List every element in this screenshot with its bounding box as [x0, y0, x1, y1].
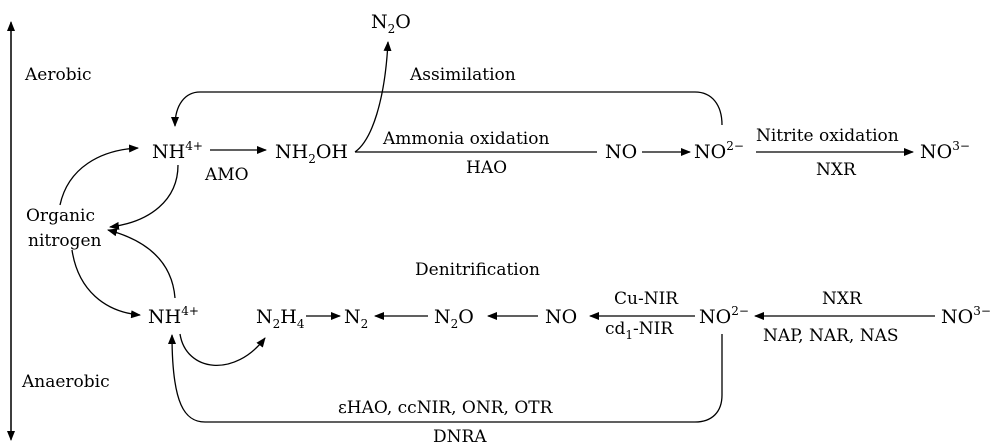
no3-top: NO3−: [920, 139, 970, 163]
cu-nir-label: Cu-NIR: [614, 289, 679, 309]
nh4-top: NH4+: [152, 139, 203, 163]
n2o-top: N2O: [371, 11, 411, 36]
aerobic-label: Aerobic: [24, 65, 92, 85]
nap-nar-nas-label: NAP, NAR, NAS: [763, 326, 899, 346]
no-bottom: NO: [545, 306, 577, 328]
hao-label: HAO: [466, 158, 507, 178]
assimilation-arrow: [171, 91, 723, 127]
arrow-nh4-top-to-organic: [109, 164, 179, 230]
arrow-nh4-bottom-to-organic: [107, 228, 176, 299]
denitrification-label: Denitrification: [415, 260, 540, 280]
nh2oh: NH2OH: [275, 141, 348, 166]
arrow-nh2oh-to-n2o: [354, 41, 392, 153]
arrow-nh4-to-n2h4: [179, 333, 266, 366]
organic-nitrogen-line2: nitrogen: [28, 231, 102, 251]
dnra-label: DNRA: [433, 427, 487, 447]
anaerobic-label: Anaerobic: [21, 372, 110, 392]
nxr-top-label: NXR: [816, 160, 857, 180]
organic-nitrogen-line1: Organic: [26, 206, 95, 226]
ammonia-oxidation-label: Ammonia oxidation: [382, 129, 549, 149]
n2h4: N2H4: [256, 306, 305, 331]
nxr-bottom-label: NXR: [822, 289, 863, 309]
arrow-organic-to-nh4-bottom: [71, 249, 141, 319]
amo-label: AMO: [204, 165, 249, 185]
arrow-organic-to-nh4-top: [59, 144, 139, 206]
no3-bottom: NO3−: [941, 304, 990, 328]
dnra-enzymes-label: εHAO, ccNIR, ONR, OTR: [338, 398, 554, 418]
no2-top: NO2−: [694, 139, 744, 163]
cd1-nir-label: cd1-NIR: [605, 319, 674, 342]
dnra-arrow: [168, 334, 723, 423]
no2-bottom: NO2−: [699, 304, 749, 328]
n2o-bottom: N2O: [434, 306, 474, 331]
assimilation-label: Assimilation: [409, 65, 516, 85]
n2: N2: [344, 306, 368, 331]
nh4-bottom: NH4+: [148, 304, 199, 328]
no-top: NO: [605, 141, 637, 163]
nitrite-oxidation-label: Nitrite oxidation: [756, 126, 899, 146]
